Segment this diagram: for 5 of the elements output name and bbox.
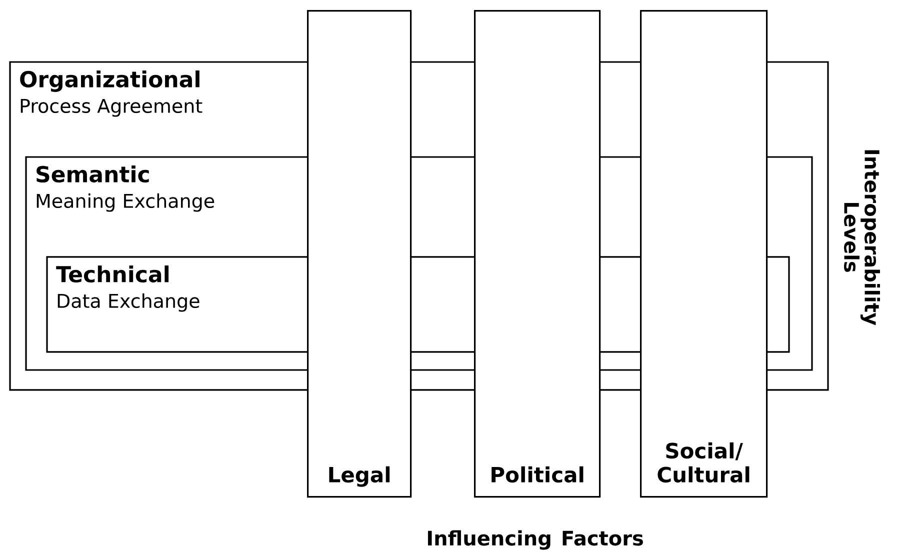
factor-bar: Social/ Cultural	[640, 10, 768, 498]
bottom-heading: Influencing Factors	[428, 530, 643, 550]
side-heading: Interoperability Levels	[844, 150, 880, 326]
factor-bar: Political	[474, 10, 601, 498]
factor-bar: Legal	[307, 10, 412, 498]
